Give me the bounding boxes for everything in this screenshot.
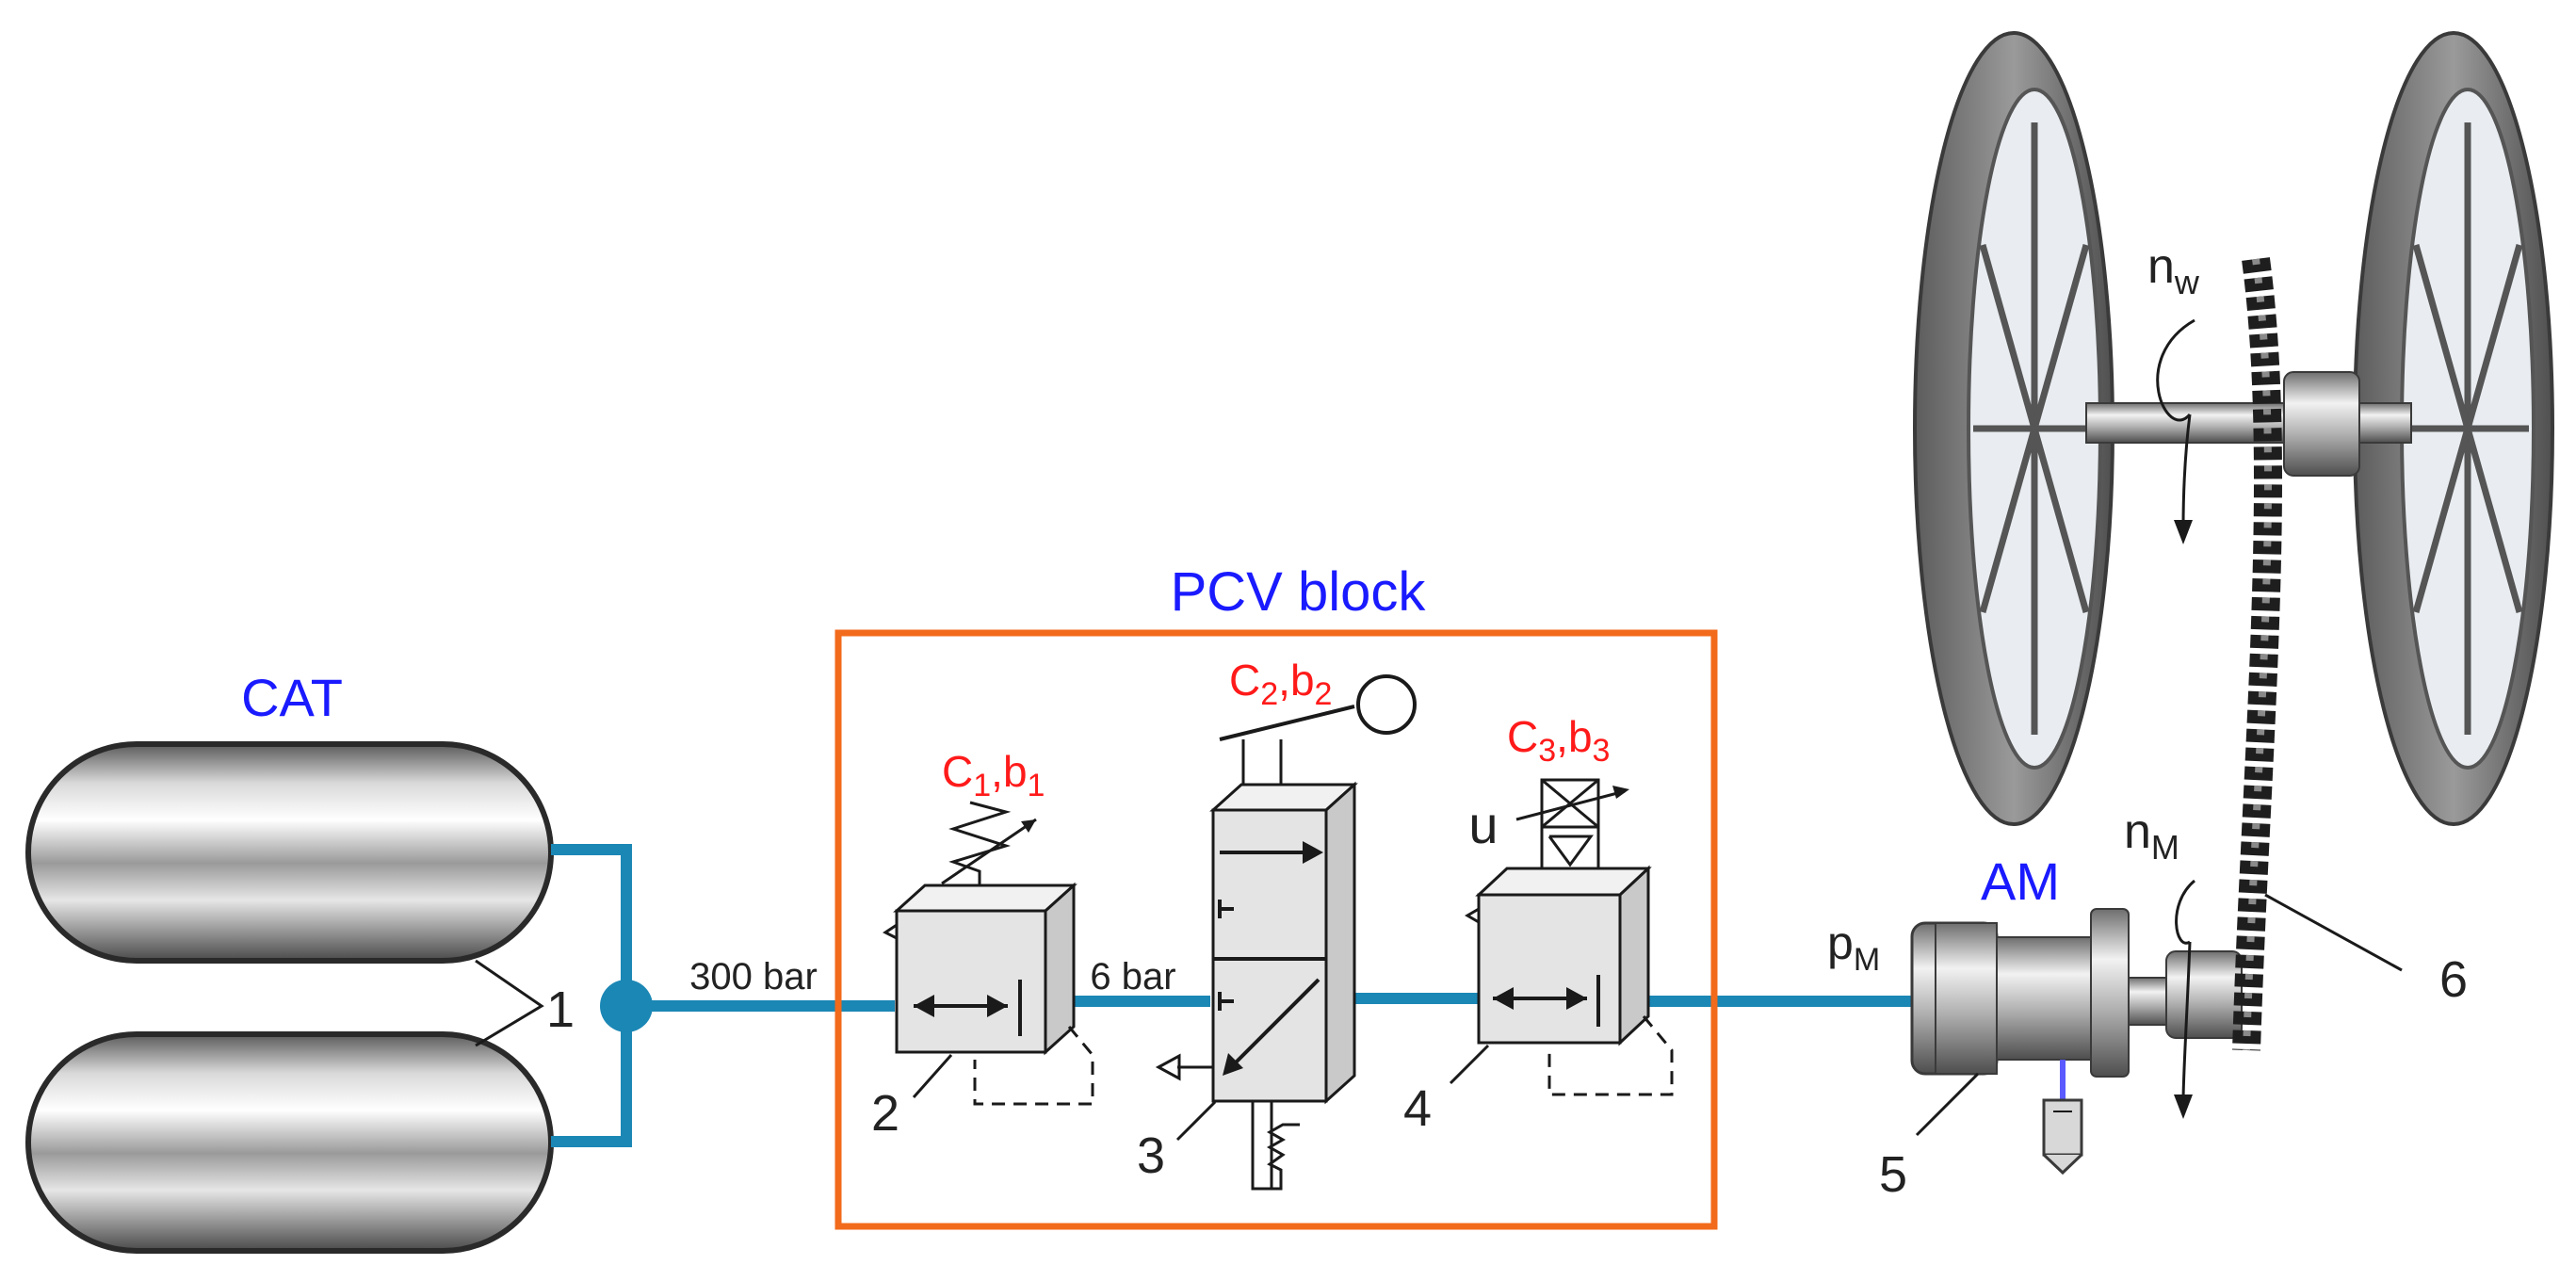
valve-icon: [883, 801, 1094, 1106]
callout-1: 1: [546, 981, 575, 1038]
cat-group: CAT 1: [25, 668, 575, 1254]
callout-5-leader: [1915, 1072, 1980, 1137]
am-label: AM: [1981, 851, 2060, 911]
tank-pipe-upper: [551, 844, 632, 1006]
callout-4-leader: [1449, 1044, 1490, 1085]
callout-6: 6: [2439, 951, 2468, 1008]
callout-3-leader: [1175, 1100, 1217, 1142]
motor-rotation-arrow: [2175, 879, 2195, 1103]
callout-2-leader: [912, 1054, 953, 1098]
pressure-6-label: 6 bar: [1090, 956, 1175, 997]
callout-4: 4: [1403, 1080, 1432, 1137]
pressure-300-label: 300 bar: [689, 956, 818, 997]
callout-3: 3: [1137, 1127, 1165, 1184]
param-c3-b3: C3,b3: [1507, 712, 1610, 769]
axle: [2085, 402, 2412, 444]
valve-icon: [1155, 674, 1417, 1191]
pressure-pm-label: pM: [1827, 916, 1880, 978]
pcv-block: PCV block 2: [834, 561, 1718, 1230]
callout-1-leader: [475, 959, 544, 1047]
callout-5: 5: [1879, 1146, 1907, 1203]
control-input-u: u: [1468, 795, 1498, 854]
pcv-block-label: PCV block: [1171, 561, 1427, 623]
valve-icon: [1465, 778, 1674, 1096]
callout-2: 2: [871, 1085, 899, 1142]
wheel-rotation-arrow: [2156, 318, 2195, 528]
cat-label: CAT: [241, 668, 343, 727]
pipes: [551, 844, 1912, 1147]
tank-icon: [25, 741, 554, 964]
wheel-assembly: 6 nw nM: [1913, 31, 2554, 1119]
tank-icon: [25, 1031, 554, 1254]
pcv-block-border: [834, 629, 1718, 1230]
param-c2-b2: C2,b2: [1229, 656, 1332, 712]
callout-6-leader: [2264, 893, 2403, 972]
air-motor: AM pM 5: [1827, 851, 2243, 1203]
wheel-speed-label: nw: [2147, 239, 2200, 301]
tank-pipe-lower: [551, 1006, 632, 1147]
param-c1-b1: C1,b1: [942, 747, 1045, 803]
motor-speed-label: nM: [2124, 804, 2179, 867]
